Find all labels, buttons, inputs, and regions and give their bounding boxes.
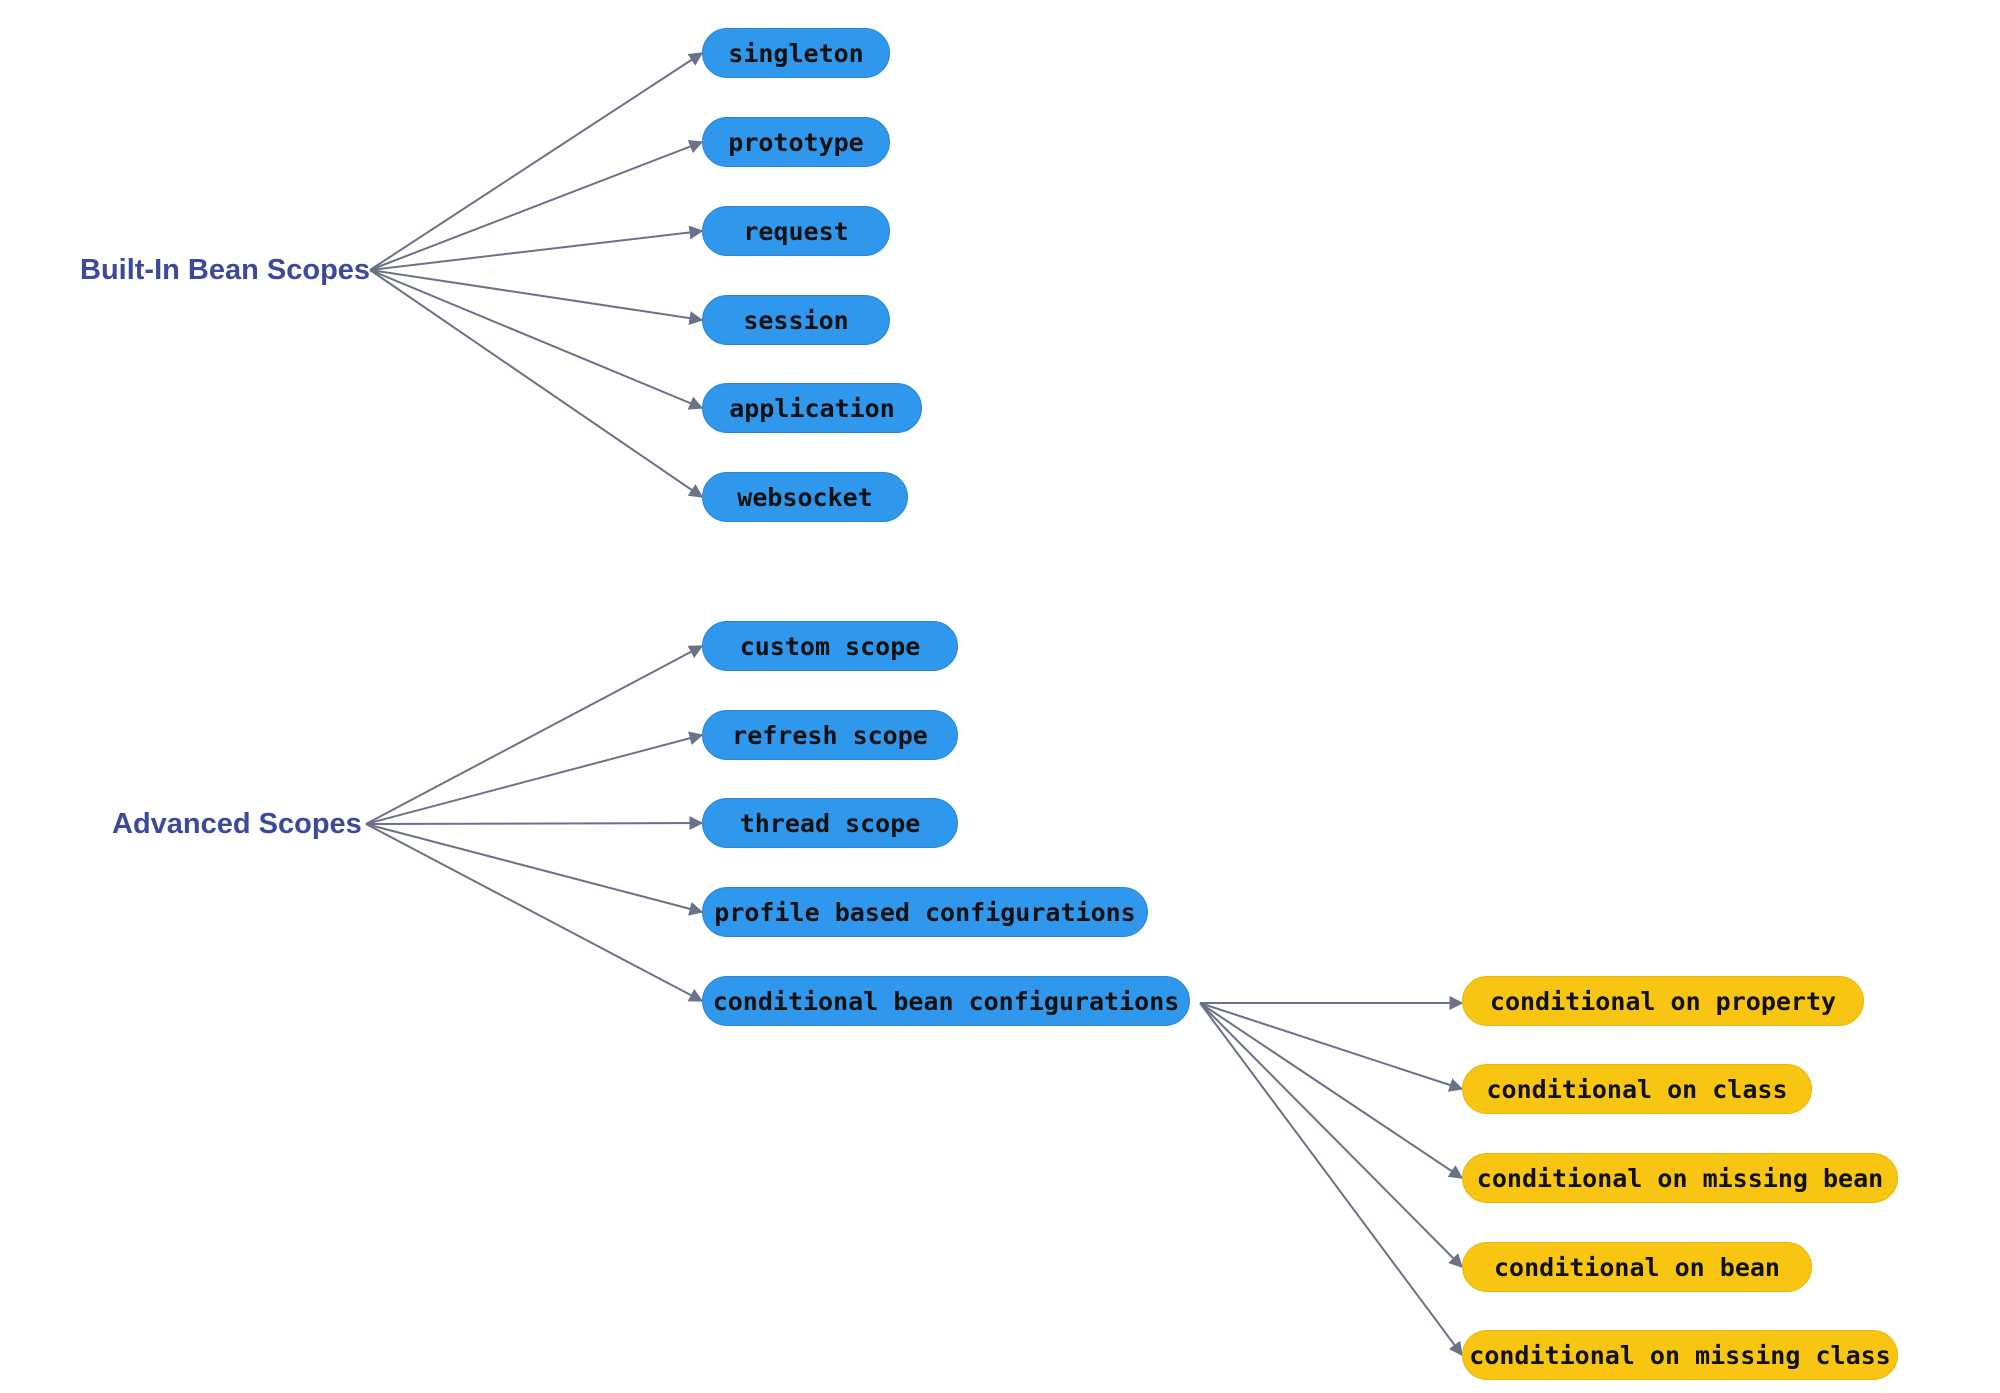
node-custom-scope[interactable]: custom scope bbox=[702, 621, 958, 671]
root-builtin-bean-scopes: Built-In Bean Scopes bbox=[80, 254, 371, 286]
edge-conditional-2 bbox=[1199, 1002, 1464, 1179]
node-conditional-on-missing-bean[interactable]: conditional on missing bean bbox=[1462, 1153, 1898, 1203]
node-thread-scope[interactable]: thread scope bbox=[702, 798, 958, 848]
node-session[interactable]: session bbox=[702, 295, 890, 345]
edge-advanced-0 bbox=[365, 645, 704, 825]
edge-builtin-3 bbox=[369, 269, 704, 326]
node-request[interactable]: request bbox=[702, 206, 890, 256]
edge-advanced-3 bbox=[365, 823, 704, 916]
node-conditional-on-property[interactable]: conditional on property bbox=[1462, 976, 1864, 1026]
edge-builtin-4 bbox=[369, 269, 704, 410]
edge-conditional-4 bbox=[1199, 1002, 1463, 1357]
edges-group bbox=[365, 52, 1464, 1357]
edge-builtin-0 bbox=[369, 52, 704, 271]
node-conditional-on-missing-class[interactable]: conditional on missing class bbox=[1462, 1330, 1898, 1380]
node-application[interactable]: application bbox=[702, 383, 922, 433]
node-profile-based-configurations[interactable]: profile based configurations bbox=[702, 887, 1148, 937]
node-refresh-scope[interactable]: refresh scope bbox=[702, 710, 958, 760]
edge-conditional-3 bbox=[1199, 1002, 1463, 1268]
edge-conditional-1 bbox=[1199, 1002, 1464, 1092]
node-conditional-on-bean[interactable]: conditional on bean bbox=[1462, 1242, 1812, 1292]
node-singleton[interactable]: singleton bbox=[702, 28, 890, 78]
edge-builtin-2 bbox=[369, 225, 704, 271]
root-advanced-scopes: Advanced Scopes bbox=[112, 808, 362, 840]
edge-builtin-1 bbox=[369, 140, 704, 271]
node-conditional-on-class[interactable]: conditional on class bbox=[1462, 1064, 1812, 1114]
node-prototype[interactable]: prototype bbox=[702, 117, 890, 167]
edge-advanced-2 bbox=[365, 816, 704, 831]
node-websocket[interactable]: websocket bbox=[702, 472, 908, 522]
edge-builtin-5 bbox=[369, 269, 704, 498]
edge-advanced-4 bbox=[365, 823, 704, 1002]
edge-advanced-1 bbox=[365, 731, 704, 825]
node-conditional-bean-configurations[interactable]: conditional bean configurations bbox=[702, 976, 1190, 1026]
